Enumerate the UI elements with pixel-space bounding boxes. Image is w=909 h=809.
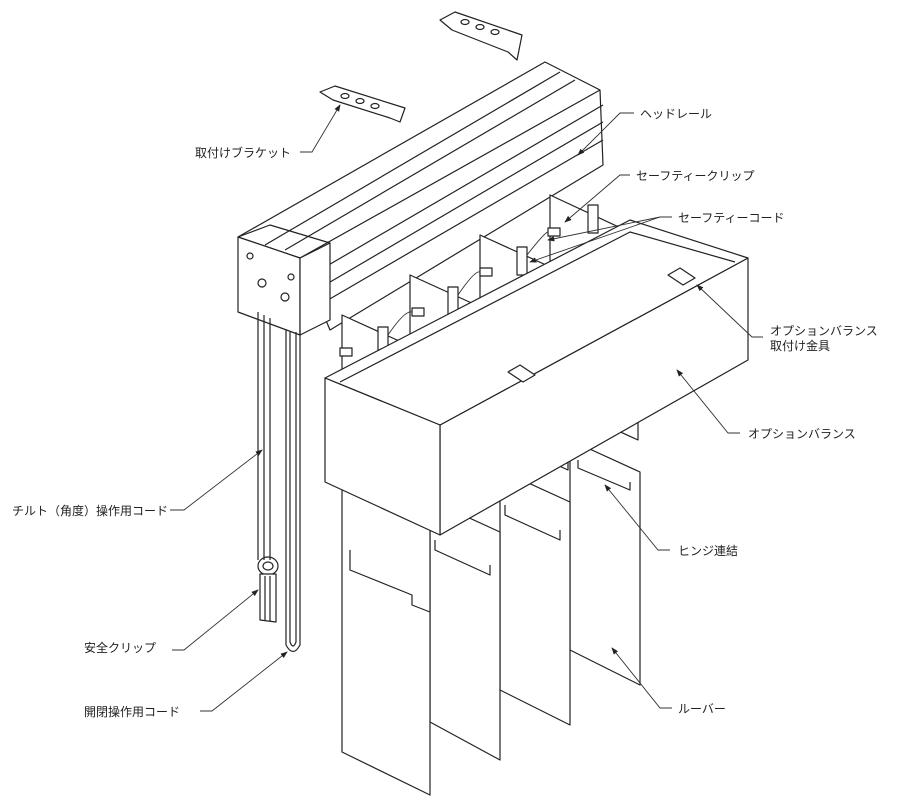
label-open-close-cord: 開閉操作用コード <box>84 704 180 719</box>
label-safety-cord: セーフティーコード <box>678 211 785 225</box>
safety-clip-icon <box>587 204 599 234</box>
label-bracket: 取付けブラケット <box>195 145 291 160</box>
label-valance-fitting-2: 取付け金具 <box>770 338 830 353</box>
label-tilt-cord: チルト（角度）操作用コード <box>12 503 168 518</box>
label-safety-key-clip: 安全クリップ <box>84 640 156 655</box>
safety-cord <box>387 231 549 336</box>
mounting-bracket-left <box>319 85 406 123</box>
hinge-connection <box>577 460 631 491</box>
label-hinge: ヒンジ連結 <box>678 544 738 558</box>
head-rail <box>237 61 604 336</box>
label-valance: オプションバランス <box>748 427 856 441</box>
leader-lines <box>170 104 763 712</box>
label-safety-clip: セーフティークリップ <box>636 169 755 183</box>
mounting-bracket-right <box>439 11 523 61</box>
label-louver: ルーバー <box>678 702 726 716</box>
label-valance-fitting-1: オプションバランス <box>770 324 878 338</box>
louvers <box>341 439 641 796</box>
valance-fitting <box>667 267 696 286</box>
safety-key-clip <box>259 573 277 623</box>
label-head-rail: ヘッドレール <box>640 107 712 121</box>
cords <box>257 312 301 653</box>
valance <box>324 219 749 536</box>
